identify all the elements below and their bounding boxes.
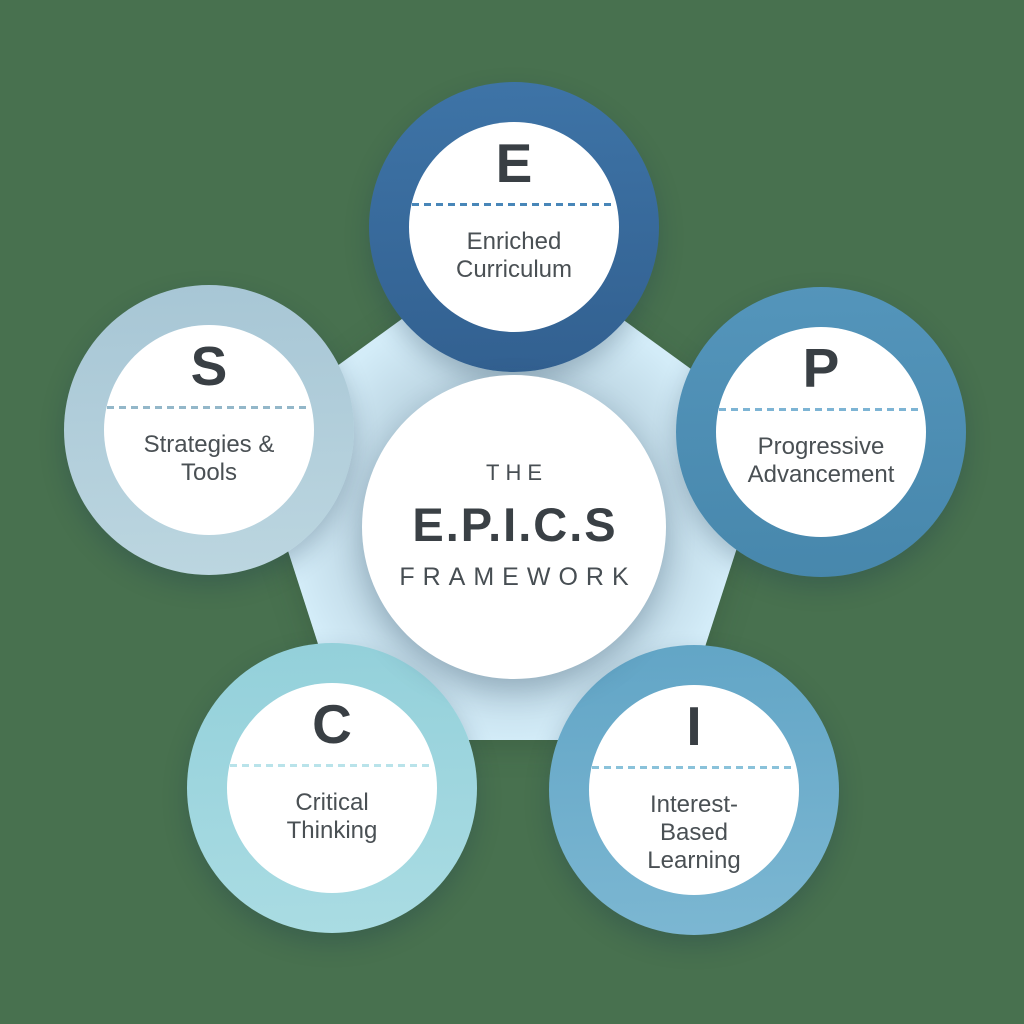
center-circle: THE E.P.I.C.S FRAMEWORK (362, 375, 666, 679)
node-letter: E (495, 132, 533, 194)
node-divider (107, 406, 311, 409)
node-inner-circle (589, 685, 799, 895)
center-subtitle: FRAMEWORK (399, 563, 637, 591)
node-critical-thinking: C Critical Thinking (187, 643, 477, 933)
center-title: E.P.I.C.S (412, 498, 618, 551)
node-letter: I (686, 695, 702, 757)
node-inner-circle (716, 327, 926, 537)
node-inner-circle (104, 325, 314, 535)
node-divider (230, 764, 434, 767)
node-letter: P (802, 337, 840, 399)
node-label: Enriched Curriculum (455, 228, 572, 283)
node-label: Interest- Based Learning (647, 791, 741, 874)
node-enriched-curriculum: E Enriched Curriculum (369, 82, 659, 372)
node-inner-circle (409, 122, 619, 332)
node-letter: S (190, 335, 228, 397)
node-label: Critical Thinking (286, 789, 378, 844)
node-label: Strategies & Tools (143, 431, 275, 486)
node-divider (719, 408, 923, 411)
center-eyebrow: THE (486, 460, 548, 485)
node-divider (592, 766, 796, 769)
node-label: Progressive Advancement (747, 433, 895, 488)
node-inner-circle (227, 683, 437, 893)
node-progressive-advancement: P Progressive Advancement (676, 287, 966, 577)
node-letter: C (312, 693, 352, 755)
node-strategies-tools: S Strategies & Tools (64, 285, 354, 575)
node-interest-based-learning: I Interest- Based Learning (549, 645, 839, 935)
node-divider (412, 203, 616, 206)
